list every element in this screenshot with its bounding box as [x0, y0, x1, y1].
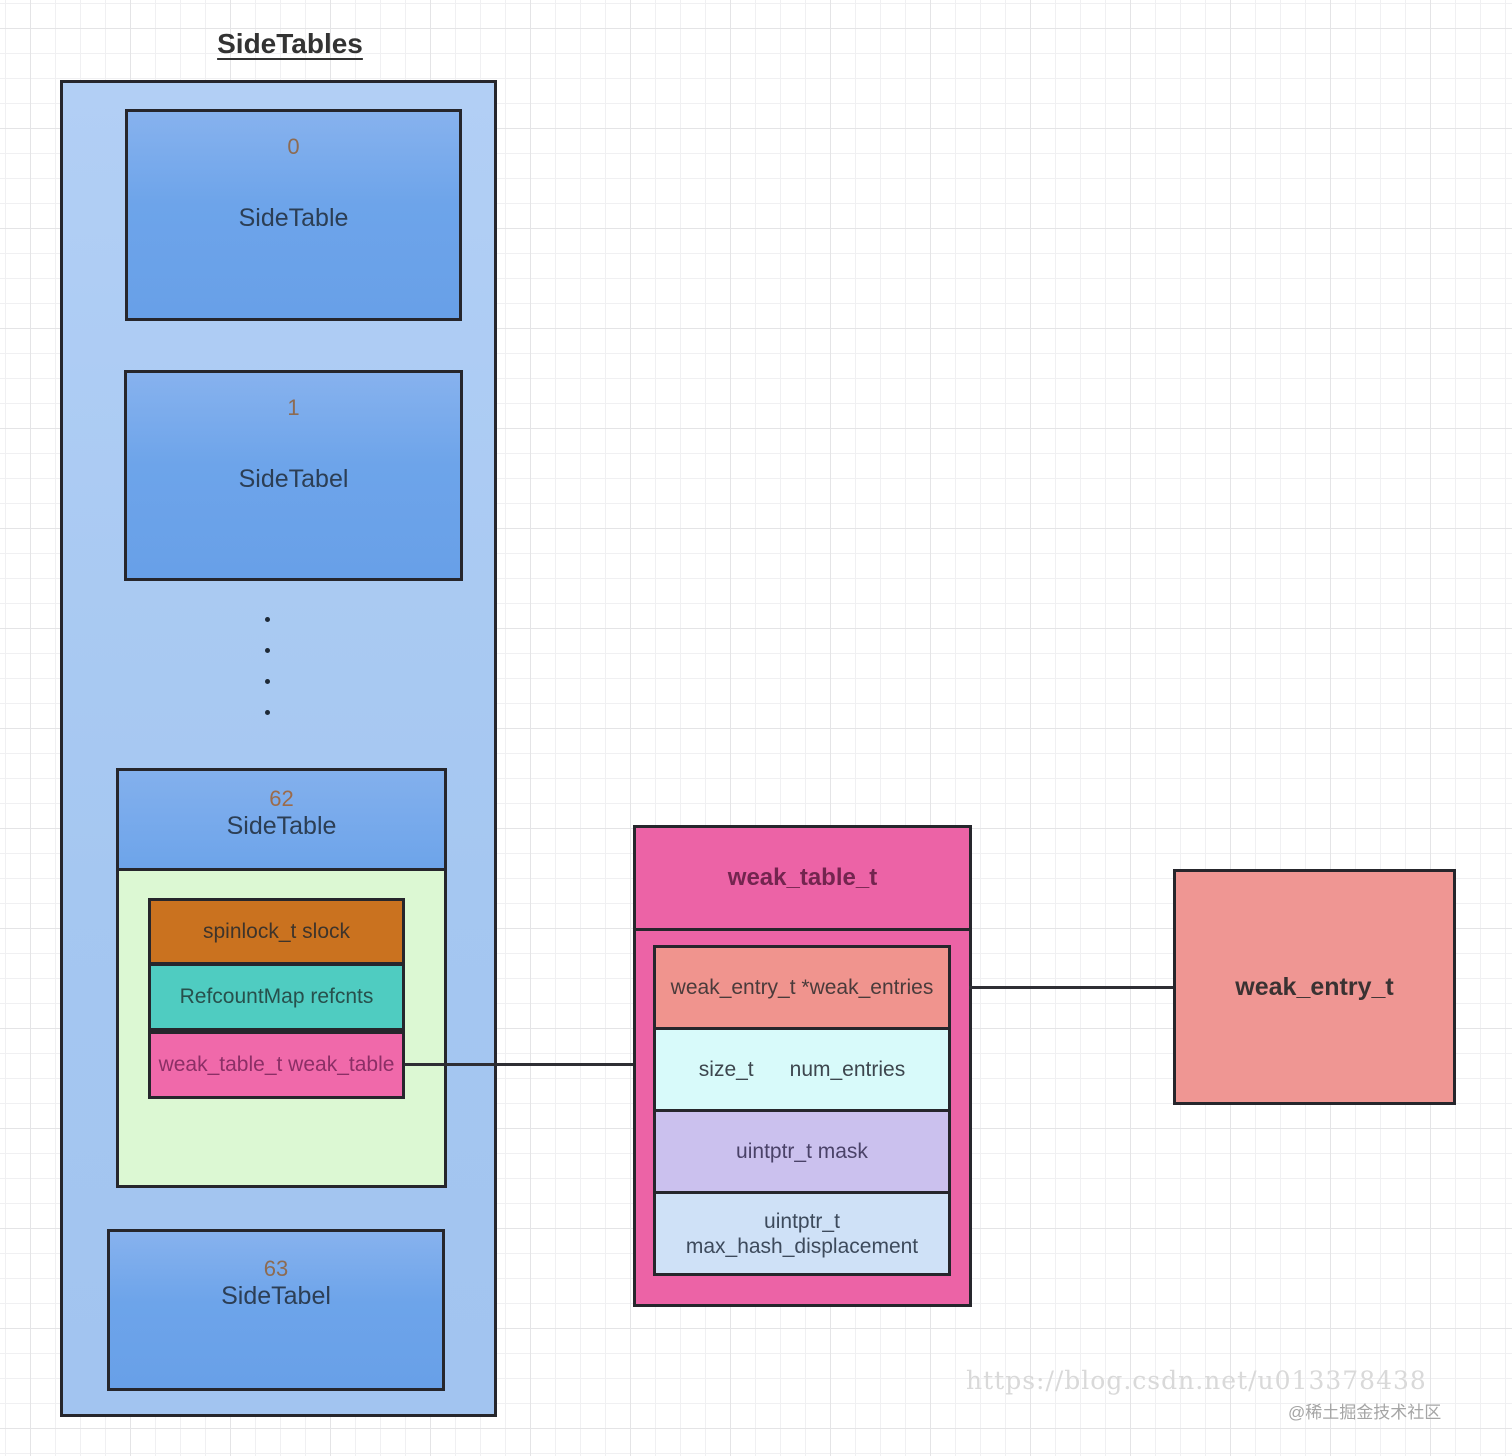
weak-entry-t-box: weak_entry_t: [1173, 869, 1456, 1105]
sidetable-label: SideTabel: [221, 1282, 331, 1310]
ellipsis-dot: [264, 679, 270, 684]
ellipsis-dot: [264, 617, 270, 622]
watermark-url: https://blog.csdn.net/u013378438: [966, 1366, 1427, 1395]
sidetable-box-63: 63 SideTabel: [107, 1229, 445, 1391]
field-num-entries-type: size_t: [698, 1057, 754, 1081]
field-max-hash-displacement: uintptr_t max_hash_displacement: [653, 1191, 951, 1276]
sidetable-62-header: 62 SideTable: [119, 771, 444, 871]
field-num-entries-name: num_entries: [789, 1057, 906, 1081]
field-mhd-line1: uintptr_t: [764, 1209, 840, 1233]
ellipsis-dots: [263, 617, 271, 741]
weak-entry-t-title: weak_entry_t: [1235, 972, 1394, 1001]
sidetable-label: SideTable: [238, 204, 349, 232]
weak-table-t-title: weak_table_t: [636, 828, 969, 931]
field-mhd-line2: max_hash_displacement: [685, 1234, 919, 1258]
field-num-entries: size_t num_entries: [653, 1027, 951, 1112]
field-mask: uintptr_t mask: [653, 1109, 951, 1194]
ellipsis-dot: [264, 648, 270, 653]
diagram-title: SideTables: [217, 28, 363, 59]
ellipsis-dot: [264, 710, 270, 715]
sidetables-container: 0 SideTable 1 SideTabel 62 SideTable 63 …: [60, 80, 497, 1417]
connector-weak-table-line: [404, 1063, 633, 1066]
sidetable-label: SideTabel: [238, 465, 349, 493]
field-weak-table: weak_table_t weak_table: [148, 1031, 405, 1099]
connector-weak-entries-line: [969, 986, 1173, 989]
sidetable-box-0: 0 SideTable: [125, 109, 462, 321]
sidetable-index: 63: [263, 1256, 289, 1281]
sidetable-index: 62: [269, 786, 294, 811]
field-refcountmap-refcnts: RefcountMap refcnts: [148, 963, 405, 1031]
sidetable-index: 1: [287, 395, 300, 420]
sidetable-box-1: 1 SideTabel: [124, 370, 463, 581]
field-spinlock-slock: spinlock_t slock: [148, 898, 405, 965]
field-weak-entries: weak_entry_t *weak_entries: [653, 945, 951, 1030]
sidetable-index: 0: [287, 134, 300, 159]
sidetable-label: SideTable: [226, 812, 337, 840]
watermark-badge: @稀土掘金技术社区: [1288, 1403, 1442, 1422]
